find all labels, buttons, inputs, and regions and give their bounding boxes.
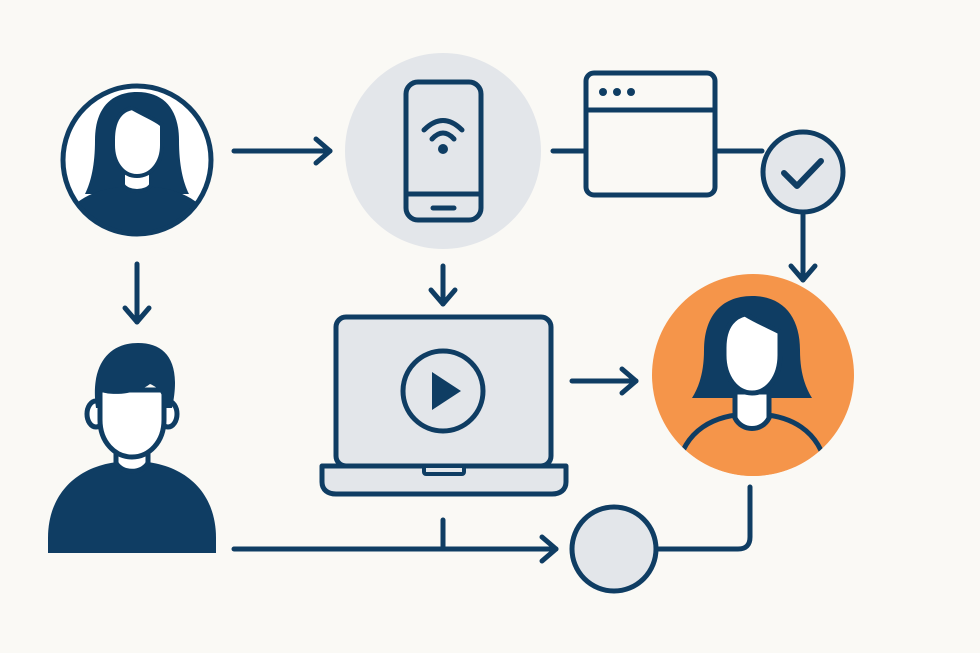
circle-node-icon	[569, 504, 659, 594]
man-avatar-icon	[48, 343, 216, 553]
arrow-check-to-highlighted-user	[788, 211, 818, 283]
highlighted-woman-avatar-icon	[652, 274, 854, 476]
arrow-man-to-junction	[231, 534, 559, 564]
arrow-woman-to-man	[122, 261, 152, 325]
arrow-laptop-to-highlighted-user	[569, 366, 639, 396]
browser-window-icon	[583, 70, 718, 198]
smartphone-wifi-icon	[345, 53, 541, 249]
checkmark-circle-icon	[760, 129, 846, 215]
line-junction-to-highlighted-user	[654, 484, 753, 552]
arrow-phone-to-laptop	[428, 263, 458, 307]
woman-avatar-icon	[60, 83, 214, 237]
laptop-play-icon	[319, 314, 569, 497]
arrow-woman-to-phone	[231, 136, 333, 166]
